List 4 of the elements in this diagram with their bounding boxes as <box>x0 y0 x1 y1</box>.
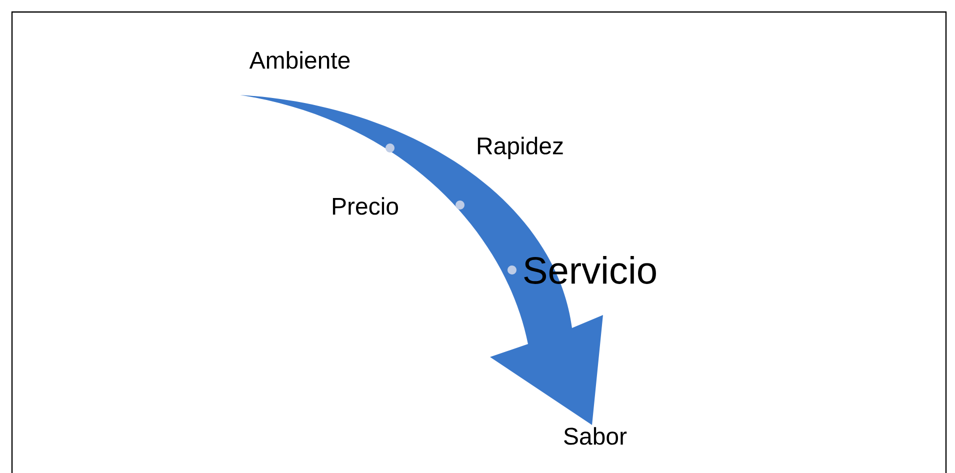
label: Rapidez <box>478 136 563 160</box>
label: Precio <box>332 197 398 215</box>
label: Ambiente <box>249 51 350 69</box>
label: Sabor <box>564 427 627 445</box>
